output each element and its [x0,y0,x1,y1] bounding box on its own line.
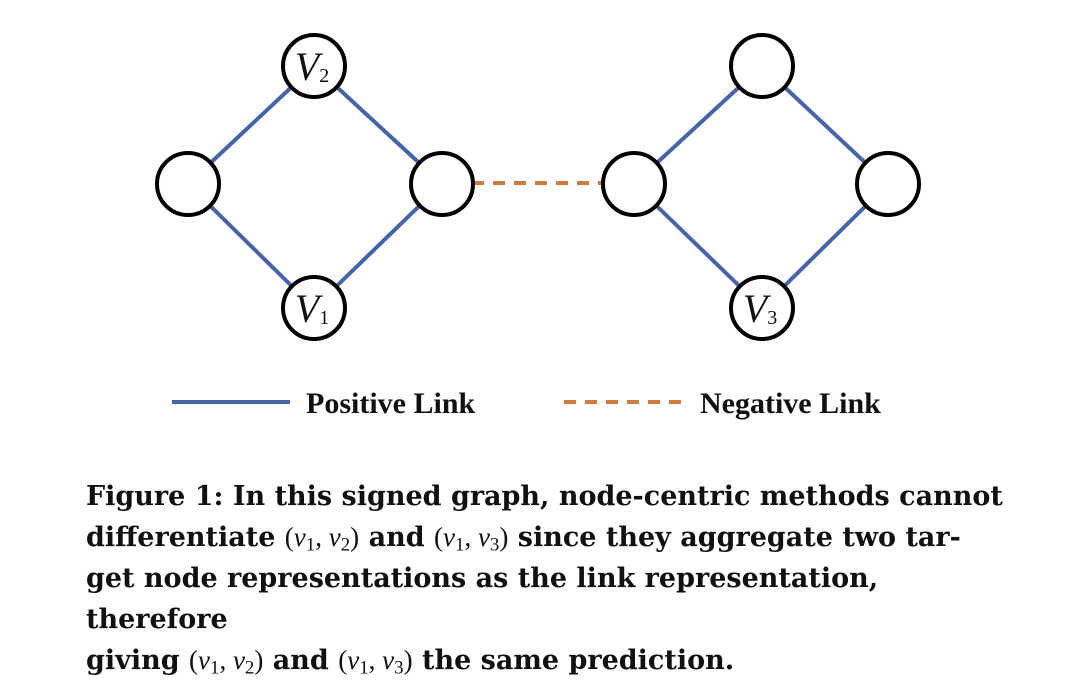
node-mid-right [601,151,667,217]
node-v3-letter: V [743,286,772,331]
node-label-v3: V3 [743,286,777,331]
node-left [155,151,221,217]
caption-word-and-1: and [368,522,425,553]
caption-word-giving: giving [86,645,180,676]
node-top-right [729,33,795,99]
node-v3 [729,275,795,341]
node-v2-letter: V [295,44,324,89]
caption-text-1: In this signed graph, node-centric metho… [232,481,1003,512]
node-label-v2: V2 [295,44,329,89]
nodes [155,33,921,341]
caption-label: Figure 1: [86,481,224,512]
node-v2-sub: 2 [319,65,329,87]
caption-text-since: since they aggregate two tar- [517,522,961,553]
pair-v1-v2: (v1, v2) [284,522,360,556]
positive-links-right [632,64,890,310]
legend-negative-label: Negative Link [700,387,881,420]
node-v1 [281,275,347,341]
pair-v1-v2-again: (v1, v2) [189,645,264,679]
node-v1-letter: V [295,286,324,331]
caption-line-1: Figure 1: In this signed graph, node-cen… [86,476,1006,517]
caption-line-4: giving (v1, v2) and (v1, v3) the same pr… [86,640,1006,681]
caption-word-and-2: and [272,645,329,676]
node-label-v1: V1 [295,286,329,331]
legend: Positive Link Negative Link [172,387,881,420]
pair-v1-v3-again: (v1, v3) [338,645,413,679]
signed-graph-diagram: V2 V1 V3 Positive Link Negative Link [155,33,921,420]
caption-word-differentiate: differentiate [86,522,276,553]
pair-v1-v3: (v1, v3) [434,522,509,556]
figure-caption: Figure 1: In this signed graph, node-cen… [86,476,1006,681]
caption-line-3: get node representations as the link rep… [86,563,879,635]
node-v2 [281,33,347,99]
caption-text-end: the same prediction. [421,645,735,676]
node-mid-left [409,151,475,217]
node-right [855,151,921,217]
node-v3-sub: 3 [767,307,777,329]
node-v1-sub: 1 [319,307,329,329]
legend-positive-label: Positive Link [306,387,476,420]
caption-line-2: differentiate (v1, v2) and (v1, v3) sinc… [86,517,1006,558]
positive-links-left [186,64,444,310]
